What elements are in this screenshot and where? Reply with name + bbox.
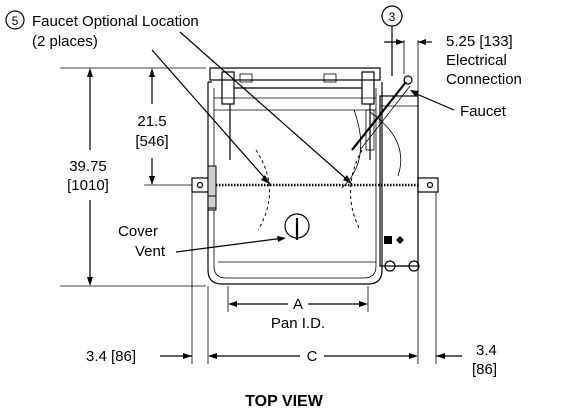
cover-vent — [284, 213, 310, 240]
connection-label: Connection — [446, 71, 522, 88]
dim-1010: [1010] — [67, 177, 109, 194]
callout-3-label: 3 — [389, 10, 396, 24]
dim-21-5: 21.5 — [137, 113, 166, 130]
dim-bracket-offset — [144, 68, 192, 186]
left-bracket — [191, 165, 217, 211]
right-bracket — [417, 177, 439, 193]
dim-right-bracket — [436, 353, 462, 359]
electrical-dim-value: 5.25 [133] — [446, 33, 513, 50]
swing-arcs — [255, 109, 402, 231]
dim-overall-width — [191, 190, 437, 364]
electrical-dimension — [384, 39, 432, 96]
view-title: TOP VIEW — [245, 393, 324, 410]
dim-a-label: A — [293, 296, 303, 313]
pan-id-label: Pan I.D. — [271, 315, 325, 332]
vent-label: Vent — [135, 243, 166, 260]
dim-pan-id — [227, 286, 369, 312]
faucet-leader — [410, 90, 455, 111]
callout-5: 5 — [5, 10, 25, 30]
callout-5-label: 5 — [12, 14, 19, 28]
cover-label: Cover — [118, 223, 158, 240]
faucet-label: Faucet — [460, 103, 507, 120]
dim-3-4-left: 3.4 [86] — [86, 348, 136, 365]
faucet-assembly — [351, 75, 413, 151]
dim-left-bracket — [160, 353, 192, 359]
dim-3-4-right: 3.4 — [476, 342, 497, 359]
faucet-optional-leaders — [151, 31, 353, 185]
faucet-optional-subtitle: (2 places) — [32, 33, 98, 50]
cabinet-outline — [207, 67, 383, 285]
dim-c-label: C — [307, 348, 318, 365]
cover-vent-leader — [175, 236, 286, 253]
electrical-box — [379, 95, 420, 272]
top-rail — [221, 71, 375, 160]
dim-overall-depth — [60, 67, 206, 287]
dim-39-75: 39.75 — [69, 158, 107, 175]
faucet-optional-title: Faucet Optional Location — [32, 13, 199, 30]
dim-86-right: [86] — [472, 361, 497, 378]
dim-546: [546] — [135, 133, 168, 150]
callout-3: 3 — [381, 5, 403, 76]
electrical-label: Electrical — [446, 52, 507, 69]
